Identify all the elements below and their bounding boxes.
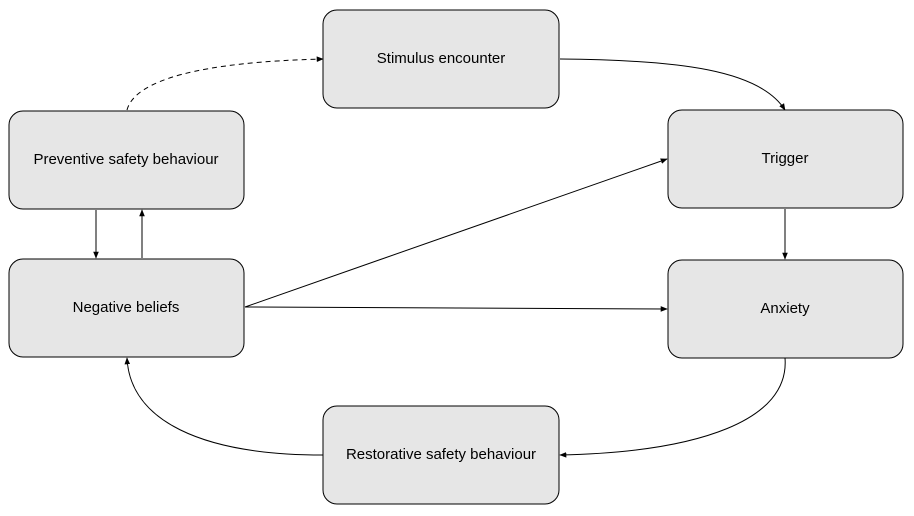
node-negative-beliefs: Negative beliefs (8, 258, 245, 358)
node-stimulus-encounter-label: Stimulus encounter (377, 50, 505, 67)
edges (93, 56, 788, 458)
node-trigger-label: Trigger (762, 150, 809, 167)
node-anxiety-label: Anxiety (760, 300, 810, 317)
node-preventive-safety-behaviour: Preventive safety behaviour (8, 110, 245, 210)
edge-stimulus-to-trigger (559, 58, 786, 111)
edge-negative-to-anxiety (244, 306, 668, 312)
edge-preventive-to-stimulus (126, 56, 324, 111)
node-trigger: Trigger (667, 109, 904, 209)
node-preventive-safety-behaviour-label: Preventive safety behaviour (33, 151, 218, 168)
node-restorative-safety-behaviour-label: Restorative safety behaviour (346, 446, 536, 463)
node-stimulus-encounter: Stimulus encounter (322, 9, 560, 109)
edge-restorative-to-negative (124, 357, 324, 456)
edge-anxiety-to-restorative (559, 357, 786, 458)
node-restorative-safety-behaviour: Restorative safety behaviour (322, 405, 560, 505)
edge-negative-to-trigger (244, 158, 668, 308)
node-anxiety: Anxiety (667, 259, 904, 359)
node-negative-beliefs-label: Negative beliefs (73, 299, 180, 316)
